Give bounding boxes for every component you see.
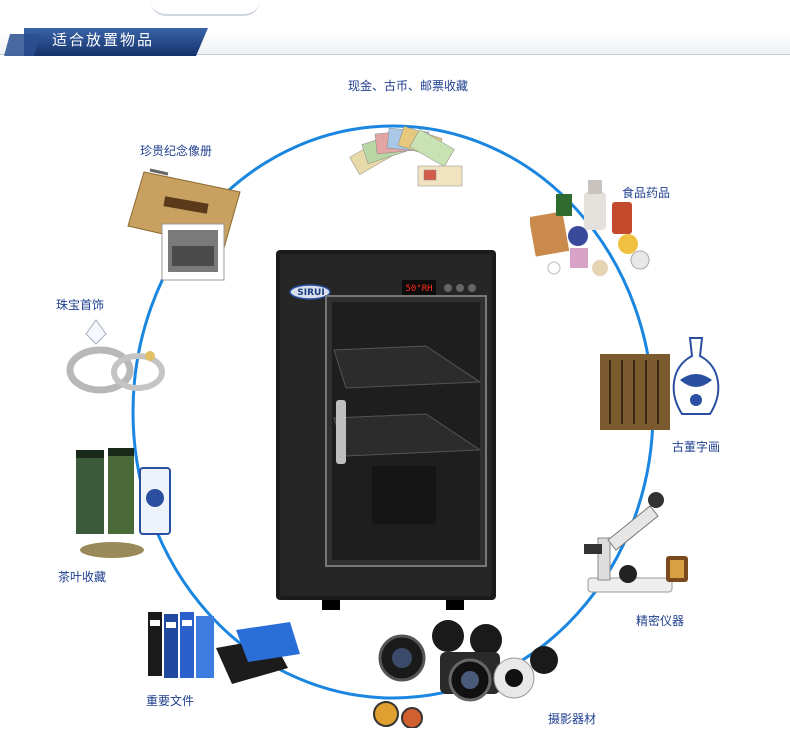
label-instrument: 精密仪器 <box>636 614 685 628</box>
microscope-icon <box>580 488 698 600</box>
banner-decoration <box>150 0 260 16</box>
medicine-bottles-icon <box>528 172 658 287</box>
porcelain-vase-icon <box>598 334 730 432</box>
label-camera: 摄影器材 <box>548 712 597 726</box>
humidity-display: 50°RH <box>405 284 433 294</box>
label-album: 珍贵纪念像册 <box>140 144 213 158</box>
tea-canister-icon <box>72 446 178 564</box>
dry-cabinet <box>276 250 496 610</box>
banknote-stack-icon <box>346 116 476 191</box>
label-jewelry: 珠宝首饰 <box>56 298 105 312</box>
label-documents: 重要文件 <box>146 694 195 708</box>
diamond-ring-icon <box>64 316 168 402</box>
label-cash: 现金、古币、邮票收藏 <box>348 79 469 93</box>
label-food: 食品药品 <box>622 186 671 200</box>
section-title: 适合放置物品 <box>52 31 155 49</box>
camera-lens-icon <box>368 618 568 729</box>
label-antique: 古董字画 <box>672 440 721 454</box>
section-banner <box>4 28 208 56</box>
file-folder-icon <box>144 606 304 696</box>
cabinet-brand: SIRUI <box>297 288 325 298</box>
label-tea: 茶叶收藏 <box>58 570 107 584</box>
photo-album-icon <box>120 164 246 286</box>
